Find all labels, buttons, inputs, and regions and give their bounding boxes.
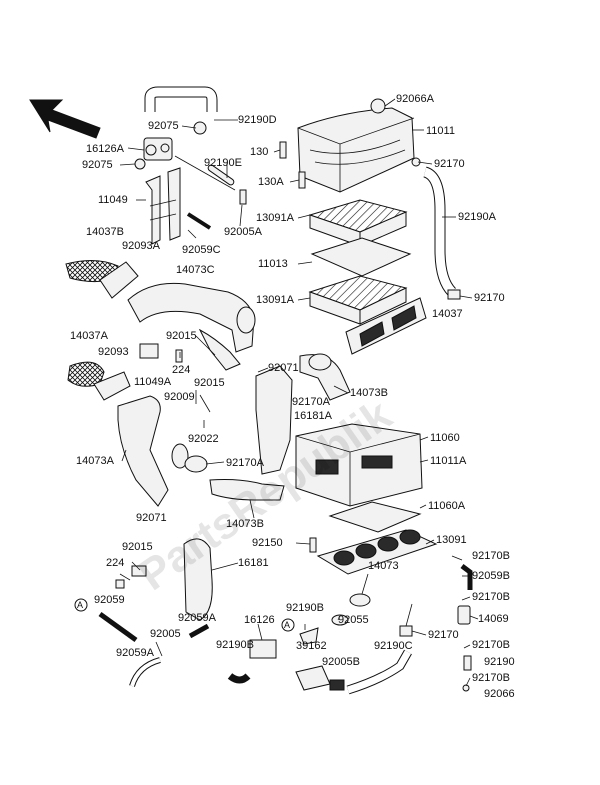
part-label: 92170B (472, 550, 510, 562)
part-label: 92005 (150, 628, 181, 640)
part-label: 92190D (238, 114, 277, 126)
part-label: 92170A (226, 457, 264, 469)
part-label: 92190C (374, 640, 413, 652)
part-label: 130A (258, 176, 284, 188)
part-label: 92170B (472, 639, 510, 651)
duct-14073a (117, 395, 189, 507)
leader-lines (119, 98, 479, 687)
part-label: 92015 (122, 541, 153, 553)
part-label: 92009 (164, 391, 195, 403)
part-label: 16126A (86, 143, 124, 155)
bracket-11049 (145, 167, 181, 245)
part-label: 14069 (478, 613, 509, 625)
part-label: 92190 (484, 656, 515, 668)
part-label: 92170 (428, 629, 459, 641)
part-label: 92150 (252, 537, 283, 549)
part-label: 11013 (258, 258, 288, 270)
part-label: 92059A (178, 612, 216, 624)
part-label: 16126 (244, 614, 275, 626)
part-label: 92075 (82, 159, 113, 171)
part-label: 92066A (396, 93, 434, 105)
part-label: 13091 (436, 534, 467, 546)
air-filter-element (308, 199, 412, 325)
duct-14073c (127, 282, 256, 371)
part-label: 92190B (216, 639, 254, 651)
part-label: 13091A (256, 212, 294, 224)
part-label: 14073B (350, 387, 388, 399)
part-label: 14073B (226, 518, 264, 530)
part-label: 92170 (474, 292, 505, 304)
part-label: 92059B (472, 570, 510, 582)
reference-marker: A (284, 620, 291, 630)
hose-92190d (144, 86, 218, 112)
part-label: 92055 (338, 614, 369, 626)
part-label: 14073A (76, 455, 114, 467)
part-label: 92170 (434, 158, 465, 170)
part-label: 224 (106, 557, 125, 569)
part-label: 92190B (286, 602, 324, 614)
direction-arrow (29, 99, 101, 139)
reference-marker: A (77, 600, 84, 610)
part-label: 92005A (224, 226, 262, 238)
air-cleaner-housing-11060 (295, 423, 423, 507)
part-label: 92075 (148, 120, 179, 132)
part-label: 92071 (136, 512, 167, 524)
part-label: 92170B (472, 672, 510, 684)
part-label: 130 (250, 146, 269, 158)
part-label: 92015 (194, 377, 225, 389)
part-label: 13091A (256, 294, 294, 306)
part-label: 92059 (94, 594, 125, 606)
part-label: 92015 (166, 330, 197, 342)
part-label: 16181 (238, 557, 269, 569)
reference-marker-circle (74, 598, 88, 612)
part-label: 11049 (98, 194, 128, 206)
part-label: 14037B (86, 226, 124, 238)
part-label: 92190A (458, 211, 496, 223)
part-label: 92190E (204, 157, 242, 169)
part-label: 14037A (70, 330, 108, 342)
part-label: 92071 (268, 362, 299, 374)
part-label: 14073C (176, 264, 215, 276)
part-label: 14073 (368, 560, 399, 572)
part-label: 224 (172, 364, 191, 376)
part-label: 92005B (322, 656, 360, 668)
part-label: 11060 (430, 432, 460, 444)
part-label: 11011 (426, 125, 455, 137)
part-label: 11049A (134, 376, 172, 388)
part-label: 11060A (428, 500, 466, 512)
part-label: 92170A (292, 396, 330, 408)
part-label: 92022 (188, 433, 219, 445)
part-label: 92093A (122, 240, 160, 252)
part-label: 39162 (296, 640, 327, 652)
air-cleaner-cover-11011 (297, 98, 421, 193)
part-label: 92059C (182, 244, 221, 256)
part-label: 92170B (472, 591, 510, 603)
valve-16126a (134, 121, 207, 170)
part-label: 14037 (432, 308, 463, 320)
part-label: 11011A (430, 455, 467, 467)
base-plate-14073 (316, 529, 438, 575)
reference-marker-circle (281, 618, 295, 632)
part-label: 16181A (294, 410, 332, 422)
part-label: 92059A (116, 647, 154, 659)
part-label: 92093 (98, 346, 129, 358)
part-label: 92066 (484, 688, 515, 700)
